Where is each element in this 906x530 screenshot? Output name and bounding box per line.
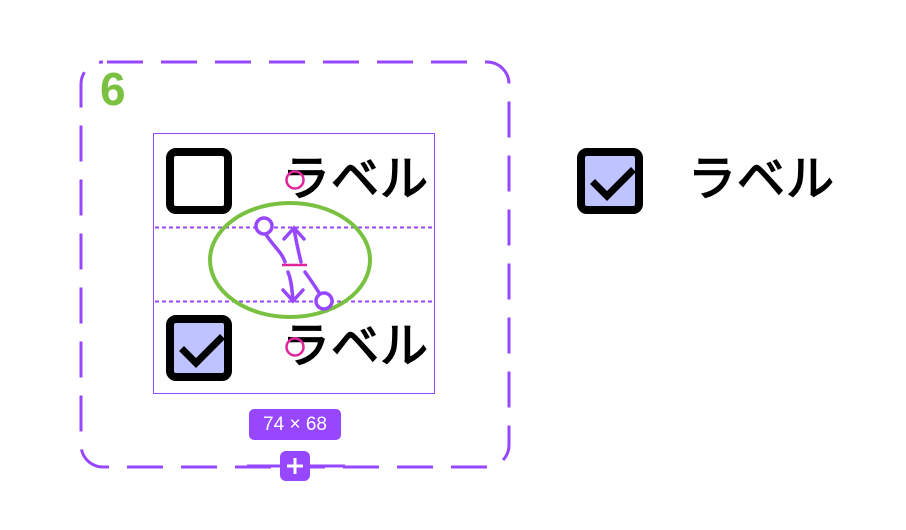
checkbox-label-unchecked: ラベル [282, 151, 430, 207]
checkbox-checked[interactable] [166, 315, 232, 381]
plus-icon [287, 458, 303, 474]
checkmark-icon [590, 167, 636, 201]
result-checkbox-checked[interactable] [577, 148, 643, 214]
checkmark-icon [179, 334, 225, 368]
add-button[interactable] [280, 451, 310, 481]
checkbox-unchecked[interactable] [166, 148, 232, 214]
size-badge: 74 × 68 [249, 409, 341, 440]
result-checkbox-label: ラベル [688, 151, 836, 207]
frame-step-number: 6 [100, 63, 126, 115]
checkbox-label-checked: ラベル [282, 318, 430, 374]
component-selection-box[interactable] [153, 133, 435, 394]
